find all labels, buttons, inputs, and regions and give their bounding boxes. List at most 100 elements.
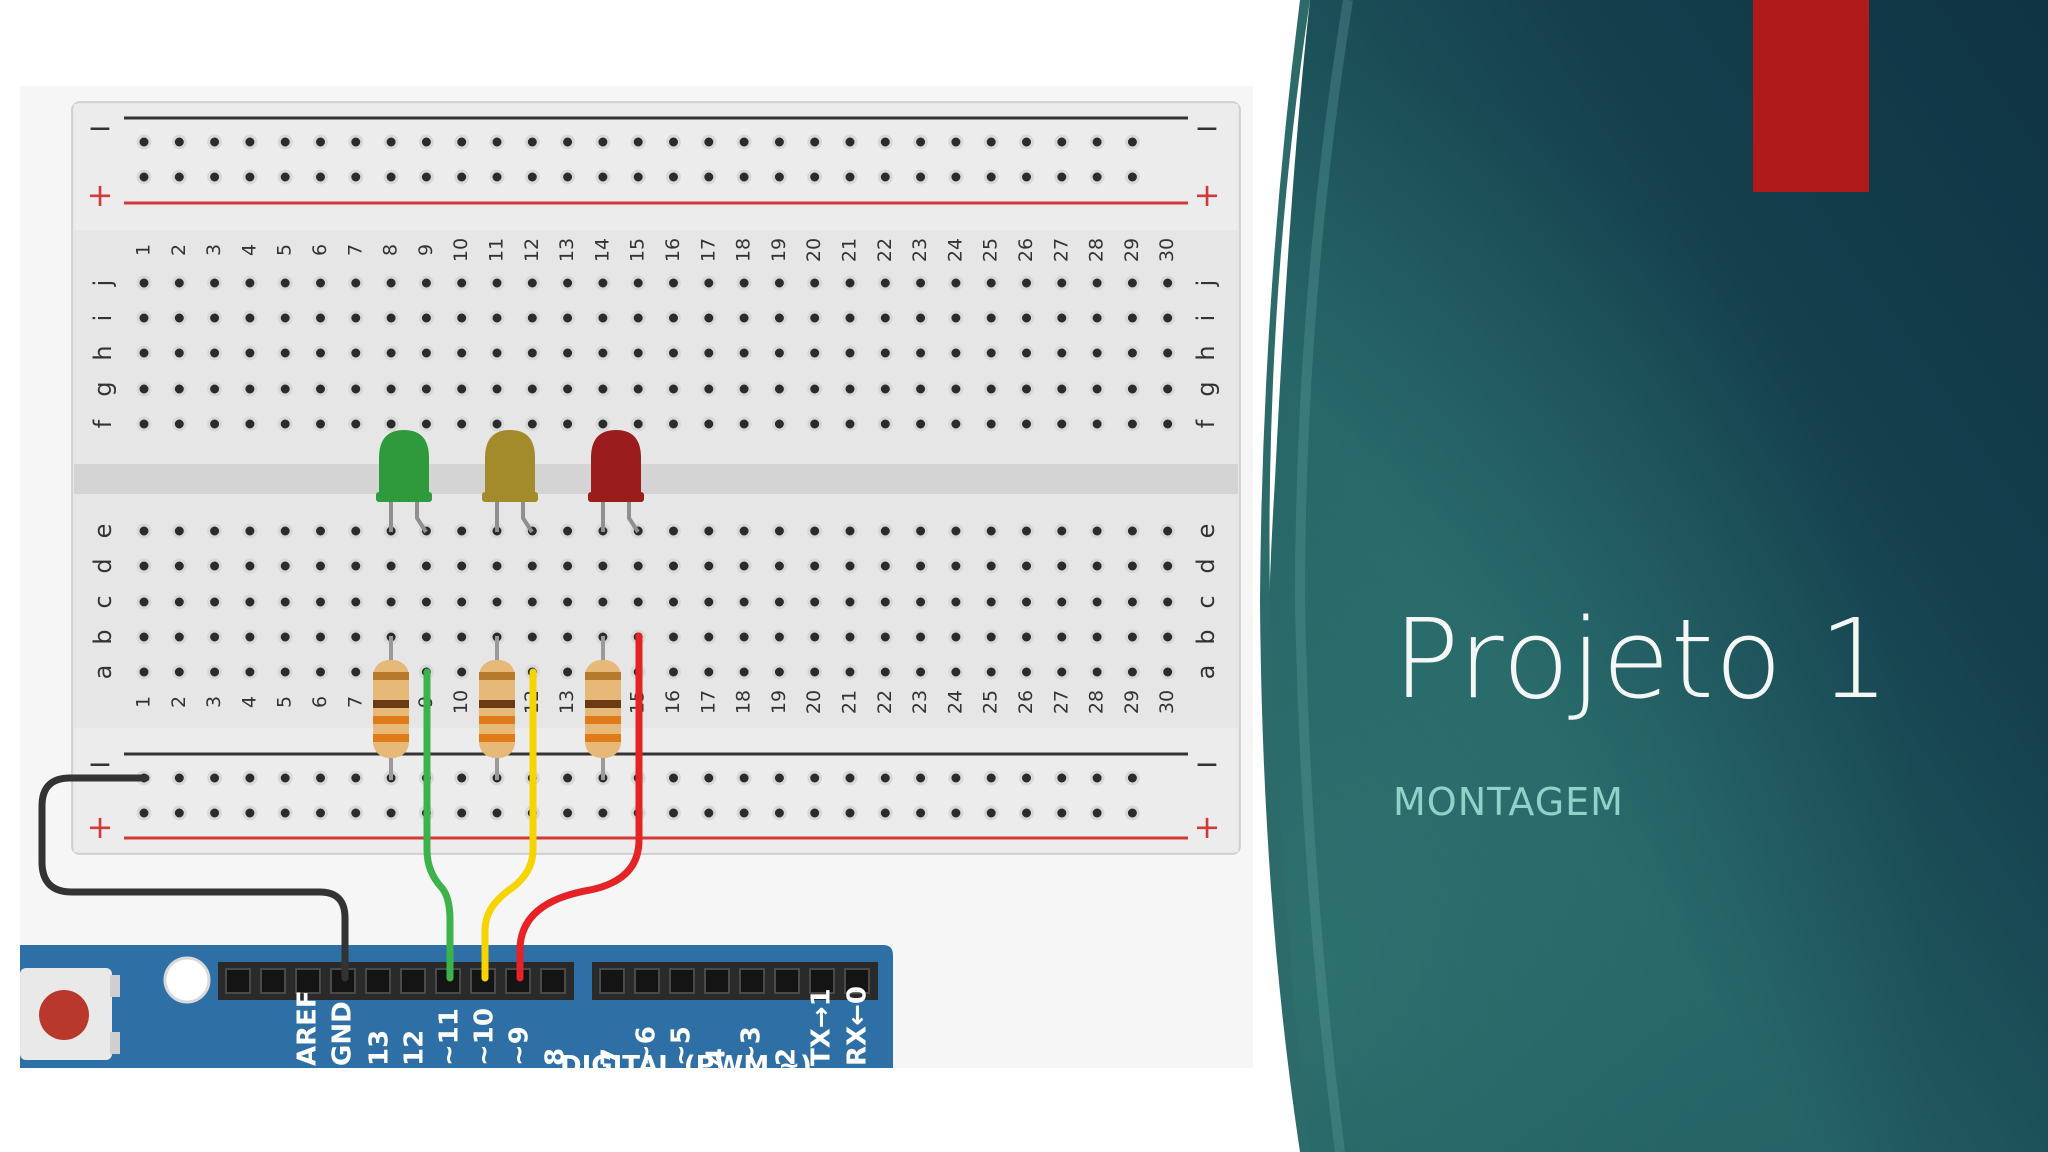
bottom-rail-minus-right: −: [1194, 747, 1219, 782]
pin-label: ~10: [470, 1008, 500, 1066]
resistor-band: [585, 672, 621, 680]
terminal-hole: [1124, 594, 1140, 610]
terminal-hole: [418, 416, 434, 432]
column-number-top: 10: [450, 238, 472, 262]
rail-hole: [242, 770, 258, 786]
row-letter: c: [89, 595, 117, 608]
rail-hole: [207, 169, 223, 185]
rail-hole: [136, 169, 152, 185]
pin-label: 7: [597, 1048, 627, 1066]
pin-label: 4: [702, 1048, 732, 1066]
row-letter: h: [89, 345, 117, 360]
terminal-hole: [595, 416, 611, 432]
row-letter: j: [89, 280, 117, 288]
terminal-hole: [771, 345, 787, 361]
terminal-hole: [1054, 275, 1070, 291]
row-letter: b: [89, 629, 117, 644]
rail-hole: [807, 134, 823, 150]
header-socket: [540, 968, 566, 994]
terminal-hole: [1019, 664, 1034, 680]
column-number-top: 28: [1086, 238, 1108, 262]
terminal-hole: [383, 594, 399, 610]
rail-hole: [1089, 770, 1105, 786]
terminal-hole: [348, 664, 364, 680]
terminal-hole: [948, 594, 964, 610]
rail-hole: [560, 770, 576, 786]
terminal-hole: [983, 594, 999, 610]
terminal-hole: [1019, 629, 1034, 645]
accent-bar: [1753, 0, 1869, 192]
terminal-hole: [489, 558, 505, 574]
rail-hole: [418, 169, 434, 185]
terminal-hole: [913, 558, 929, 574]
led-lead: [627, 500, 640, 534]
terminal-hole: [560, 523, 576, 539]
column-number-top: 8: [380, 244, 402, 256]
terminal-hole: [595, 594, 611, 610]
terminal-hole: [454, 664, 470, 680]
terminal-hole: [207, 345, 223, 361]
terminal-hole: [913, 345, 929, 361]
pin-label: GND: [328, 1001, 358, 1066]
column-number-top: 23: [909, 238, 931, 262]
terminal-hole: [877, 381, 893, 397]
terminal-hole: [418, 558, 434, 574]
column-number-bottom: 2: [168, 696, 190, 708]
terminal-hole: [207, 664, 223, 680]
terminal-hole: [666, 345, 681, 361]
terminal-hole: [560, 310, 576, 326]
terminal-hole: [489, 381, 505, 397]
header-socket: [634, 968, 660, 994]
terminal-hole: [807, 664, 823, 680]
column-number-bottom: 3: [203, 696, 225, 708]
resistor-band: [585, 716, 621, 724]
row-letter: i: [89, 315, 117, 322]
rail-hole: [842, 805, 858, 821]
column-number-bottom: 28: [1086, 690, 1108, 714]
header-socket: [774, 968, 800, 994]
column-number-bottom: 5: [274, 696, 296, 708]
terminal-hole: [842, 594, 858, 610]
terminal-hole: [666, 275, 681, 291]
terminal-hole: [348, 416, 364, 432]
terminal-hole: [313, 594, 328, 610]
terminal-hole: [948, 558, 964, 574]
rail-hole: [595, 805, 611, 821]
terminal-hole: [207, 310, 223, 326]
rail-hole: [242, 169, 258, 185]
bottom-power-rail: [74, 728, 1238, 852]
row-letter: b: [1192, 629, 1220, 644]
terminal-hole: [454, 523, 470, 539]
terminal-hole: [983, 523, 999, 539]
terminal-hole: [948, 629, 964, 645]
rail-hole: [524, 169, 540, 185]
terminal-hole: [877, 345, 893, 361]
rail-hole: [842, 134, 858, 150]
rail-hole: [383, 169, 399, 185]
terminal-hole: [983, 629, 999, 645]
terminal-hole: [171, 523, 187, 539]
column-number-bottom: 7: [344, 696, 366, 708]
resistor-band: [373, 700, 409, 708]
terminal-hole: [630, 594, 646, 610]
column-number-bottom: 26: [1015, 690, 1037, 714]
rail-hole: [666, 770, 681, 786]
column-number-bottom: 25: [980, 690, 1002, 714]
terminal-hole: [1089, 310, 1105, 326]
row-letter: i: [1192, 315, 1220, 322]
terminal-hole: [277, 594, 293, 610]
terminal-hole: [1124, 275, 1140, 291]
led-green: [379, 430, 429, 495]
terminal-hole: [842, 664, 858, 680]
terminal-hole: [913, 594, 929, 610]
rail-hole: [313, 134, 328, 150]
rail-hole: [1124, 134, 1140, 150]
terminal-hole: [877, 275, 893, 291]
breadboard-holes: [136, 134, 1176, 821]
rail-hole: [630, 169, 646, 185]
resistor-body: [373, 660, 409, 758]
led-lead: [521, 500, 534, 534]
rail-hole: [701, 134, 717, 150]
rail-hole: [595, 169, 611, 185]
